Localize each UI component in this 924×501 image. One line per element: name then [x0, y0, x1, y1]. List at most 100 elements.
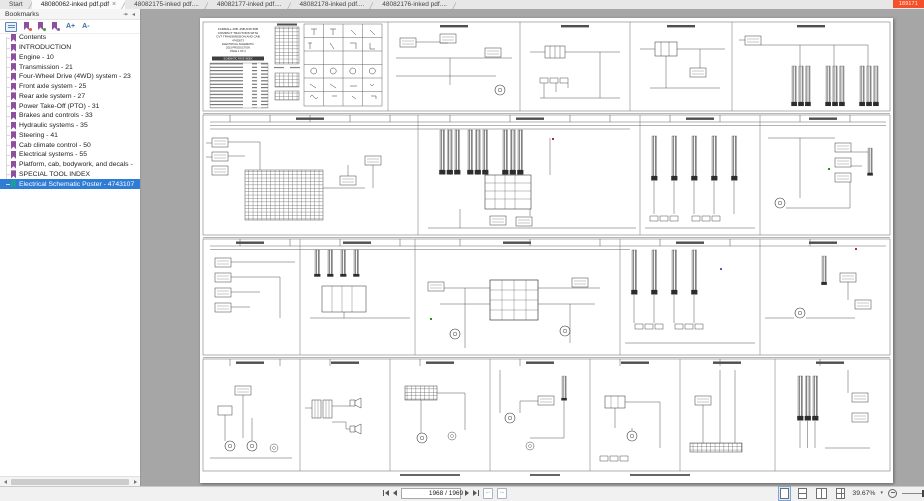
bookmark-flag-icon: [11, 82, 16, 91]
bookmark-item[interactable]: Power Take-Off (PTO) - 31: [0, 101, 140, 111]
poster-title-line: COMPACT TRACTORS WITH: [218, 31, 258, 35]
bookmark-item-label: Cab climate control - 50: [19, 141, 91, 149]
poster-title-line: 47433073: [232, 38, 244, 42]
license-badge[interactable]: 189171: [893, 0, 924, 8]
zoom-slider[interactable]: [902, 489, 924, 498]
next-view-icon[interactable]: ↪: [497, 487, 507, 499]
bookmark-item[interactable]: Front axle system - 25: [0, 82, 140, 92]
bookmark-item-selected[interactable]: Electrical Schematic Poster - 4743107: [0, 179, 140, 189]
bookmark-item[interactable]: Platform, cab, bodywork, and decals -: [0, 160, 140, 170]
tab-document-3[interactable]: 48082177-inked pdf....: [208, 0, 291, 9]
facing-continuous-view-button[interactable]: [834, 486, 847, 501]
bookmark-item-label: Front axle system - 25: [19, 83, 87, 91]
bookmark-action-red-icon[interactable]: [24, 22, 32, 31]
bookmark-item-label: Four-Wheel Drive (4WD) system - 23: [19, 73, 131, 81]
bookmark-flag-icon: [11, 141, 16, 150]
collapse-panel-icon[interactable]: ◂: [131, 11, 135, 18]
bookmark-item[interactable]: Cab climate control - 50: [0, 140, 140, 150]
bookmark-flag-icon: [11, 53, 16, 62]
bookmark-item-label: Rear axle system - 27: [19, 92, 86, 100]
tab-document-5[interactable]: 48082176-inked pdf....: [373, 0, 456, 9]
bookmark-flag-icon: [11, 170, 16, 179]
zoom-dropdown-icon[interactable]: ▾: [880, 490, 883, 496]
bookmark-item[interactable]: Electrical systems - 55: [0, 150, 140, 160]
document-area: FARMALL 40B, 45B AND 50B COMPACT TRACTOR…: [141, 9, 924, 487]
bookmark-flag-icon: [11, 150, 16, 159]
tree-guide-line: [6, 37, 7, 187]
bookmarks-panel-title: Bookmarks: [5, 10, 39, 18]
tab-document-active[interactable]: 48080062-inked pdf.pdf ×: [31, 0, 126, 9]
zoom-controls: 39.67% ▾: [778, 485, 924, 501]
previous-view-icon[interactable]: ↩: [483, 487, 493, 499]
bookmark-item[interactable]: Rear axle system - 27: [0, 92, 140, 102]
font-increase-button[interactable]: A+: [66, 23, 76, 30]
last-page-button[interactable]: [473, 490, 479, 496]
bookmark-item-label: Steering - 41: [19, 131, 58, 139]
bookmark-flag-icon: [11, 43, 16, 52]
tab-label: Start: [9, 1, 23, 8]
bookmark-action-green-icon[interactable]: [38, 22, 46, 31]
bookmark-item-label: Hydraulic systems - 35: [19, 122, 88, 130]
previous-page-button[interactable]: [393, 490, 397, 496]
scroll-left-icon[interactable]: [1, 478, 9, 486]
bookmark-item-label: Electrical Schematic Poster - 4743107: [19, 180, 135, 188]
tab-document-4[interactable]: 48082178-inked pdf....: [291, 0, 374, 9]
red-dot: [29, 28, 32, 31]
tab-close-icon[interactable]: ×: [112, 1, 117, 8]
bookmark-flag-icon: [11, 131, 16, 140]
bookmark-item[interactable]: SPECIAL TOOL INDEX: [0, 170, 140, 180]
next-page-button[interactable]: [465, 490, 469, 496]
flag-icon: [52, 22, 57, 30]
bookmark-flag-icon: [11, 102, 16, 111]
tab-start[interactable]: Start: [0, 0, 32, 9]
bookmark-item[interactable]: Engine - 10: [0, 53, 140, 63]
single-page-view-button[interactable]: [778, 485, 792, 501]
bookmark-item-label: Power Take-Off (PTO) - 31: [19, 102, 100, 110]
zoom-percent[interactable]: 39.67%: [852, 489, 876, 497]
zoom-slider-handle[interactable]: [922, 489, 924, 497]
bookmark-item[interactable]: Brakes and controls - 33: [0, 111, 140, 121]
font-decrease-button[interactable]: A-: [82, 23, 90, 30]
facing-view-button[interactable]: [814, 486, 829, 501]
page-number-box: ▾: [401, 487, 493, 499]
continuous-view-button[interactable]: [796, 486, 809, 501]
dock-panel-icon[interactable]: ↠: [122, 11, 128, 18]
bookmarks-panel-header: Bookmarks ↠ ◂: [0, 9, 140, 20]
first-page-button[interactable]: [383, 490, 389, 496]
bookmark-action-purple-icon[interactable]: [52, 22, 60, 31]
status-bar: ▾ ↩ ↪ 39.67% ▾: [0, 485, 924, 501]
bookmark-item[interactable]: Steering - 41: [0, 131, 140, 141]
bookmark-flag-icon: [11, 180, 16, 189]
poster-title-line: FARMALL 40B, 45B AND 50B: [218, 27, 258, 31]
tab-label: 48082178-inked pdf....: [299, 1, 365, 8]
bookmark-item[interactable]: Transmission - 21: [0, 62, 140, 72]
bookmark-item[interactable]: Four-Wheel Drive (4WD) system - 23: [0, 72, 140, 82]
schematic-poster-page: FARMALL 40B, 45B AND 50B COMPACT TRACTOR…: [200, 18, 893, 483]
bookmarks-horizontal-scrollbar[interactable]: [0, 476, 140, 487]
bookmarks-toolbar: A+ A-: [0, 20, 140, 34]
tab-label: 48082176-inked pdf....: [382, 1, 447, 8]
bookmark-options-icon[interactable]: [5, 21, 17, 32]
poster-title-line: 2015 PRODUCTION: [226, 46, 250, 50]
flag-icon: [24, 22, 29, 30]
poster-title-line: PAGE 1 OF 2: [230, 49, 246, 53]
bookmark-item[interactable]: INTRODUCTION: [0, 43, 140, 53]
bookmark-item-label: Engine - 10: [19, 53, 54, 61]
bookmark-item[interactable]: Hydraulic systems - 35: [0, 121, 140, 131]
page-number-input[interactable]: [402, 489, 490, 497]
bookmark-flag-icon: [11, 111, 16, 120]
bookmark-item-label: INTRODUCTION: [19, 44, 72, 52]
bookmark-item[interactable]: Contents: [0, 33, 140, 43]
tab-document-2[interactable]: 48082175-inked pdf....: [125, 0, 208, 9]
scroll-right-icon[interactable]: [131, 478, 139, 486]
bookmarks-tree: Contents INTRODUCTION Engine - 10 Transm…: [0, 33, 140, 477]
schematic-poster: FARMALL 40B, 45B AND 50B COMPACT TRACTOR…: [202, 21, 891, 476]
bookmark-flag-icon: [11, 121, 16, 130]
bookmark-flag-icon: [11, 63, 16, 72]
bookmark-item-label: Platform, cab, bodywork, and decals -: [19, 161, 133, 169]
poster-title-block: FARMALL 40B, 45B AND 50B COMPACT TRACTOR…: [216, 27, 260, 53]
zoom-out-icon[interactable]: [888, 488, 897, 498]
scrollbar-thumb[interactable]: [11, 479, 129, 485]
green-dot: [43, 28, 46, 31]
flag-icon: [38, 22, 43, 30]
